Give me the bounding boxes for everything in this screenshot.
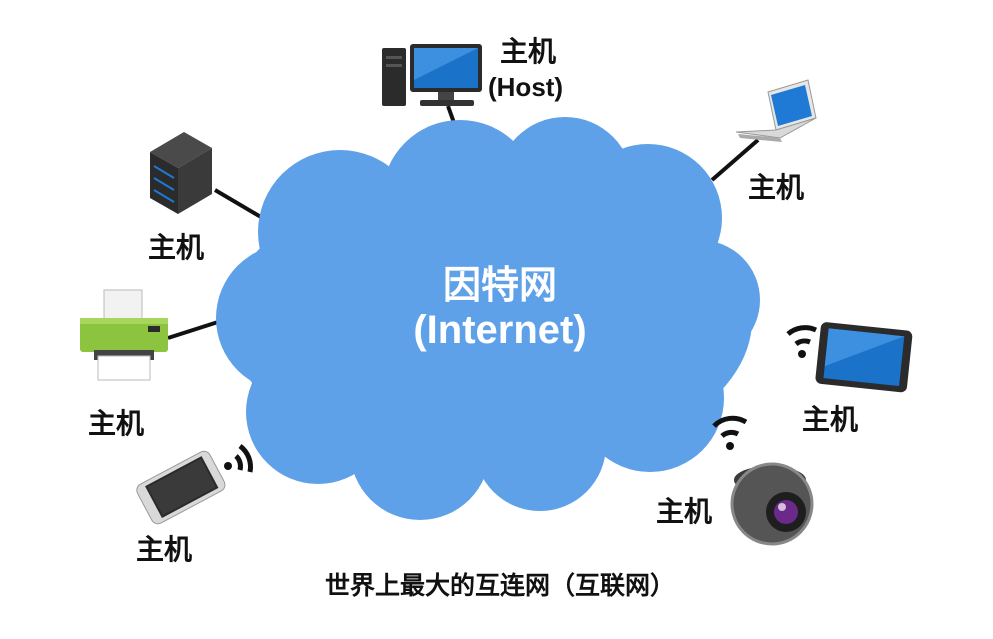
laptop-icon [735,79,817,142]
diagram-caption: 世界上最大的互连网（互联网） [324,571,675,600]
link-server [213,188,268,222]
smartphone-icon [136,450,226,525]
host-label-laptop: 主机 [748,171,805,204]
host-label-phone: 主机 [136,533,193,566]
printer-icon [80,289,168,381]
host-english-label: (Host) [488,72,564,102]
link-printer [167,320,219,340]
host-label-tablet: 主机 [802,403,859,436]
host-label-desktop: 主机 [500,35,557,68]
cloud-title: 因特网 [442,263,557,307]
host-label-camera: 主机 [656,495,713,528]
security-camera-icon [730,462,814,546]
host-label-printer: 主机 [88,407,145,440]
cloud-subtitle: (Internet) [413,308,587,352]
host-label-server: 主机 [148,231,205,264]
tablet-icon [815,322,913,393]
desktop-computer-icon [382,44,482,106]
link-laptop [710,138,760,182]
wifi-signal-icon [224,325,818,473]
server-icon [150,132,212,214]
internet-cloud [216,117,760,520]
